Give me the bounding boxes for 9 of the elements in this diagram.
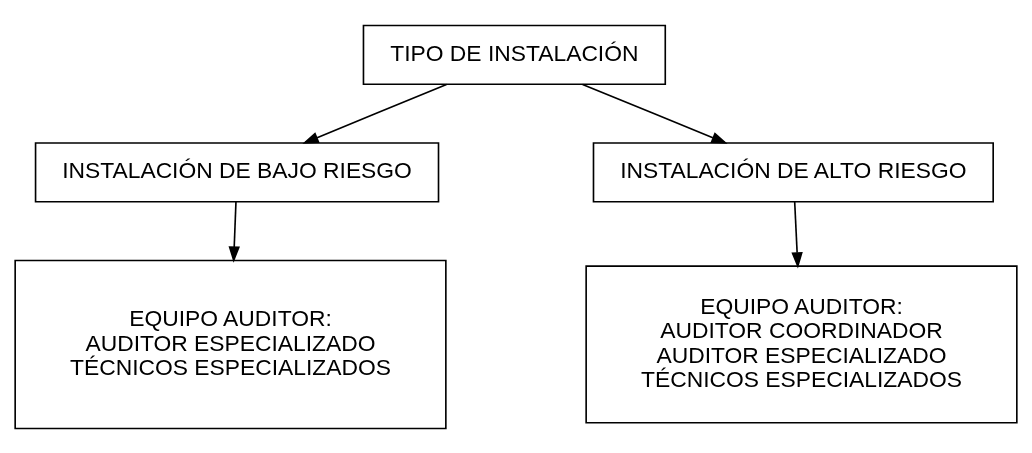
arrow — [302, 83, 448, 144]
arrow — [228, 200, 240, 263]
node-box: INSTALACIÓN DE BAJO RIESGO — [34, 141, 440, 203]
node-box: TIPO DE INSTALACIÓN — [362, 24, 667, 85]
node-box: INSTALACIÓN DE ALTO RIESGO — [592, 141, 994, 203]
arrow — [581, 83, 728, 144]
node-box: EQUIPO AUDITOR: AUDITOR ESPECIALIZADO TÉCNICOS ESPECIALIZADOS — [14, 259, 447, 429]
arrow — [791, 200, 803, 269]
node-box: EQUIPO AUDITOR: AUDITOR COORDINADOR AUDITOR ESPECIALIZADO TÉCNICOS ESPECIALIZADOS — [585, 264, 1018, 424]
